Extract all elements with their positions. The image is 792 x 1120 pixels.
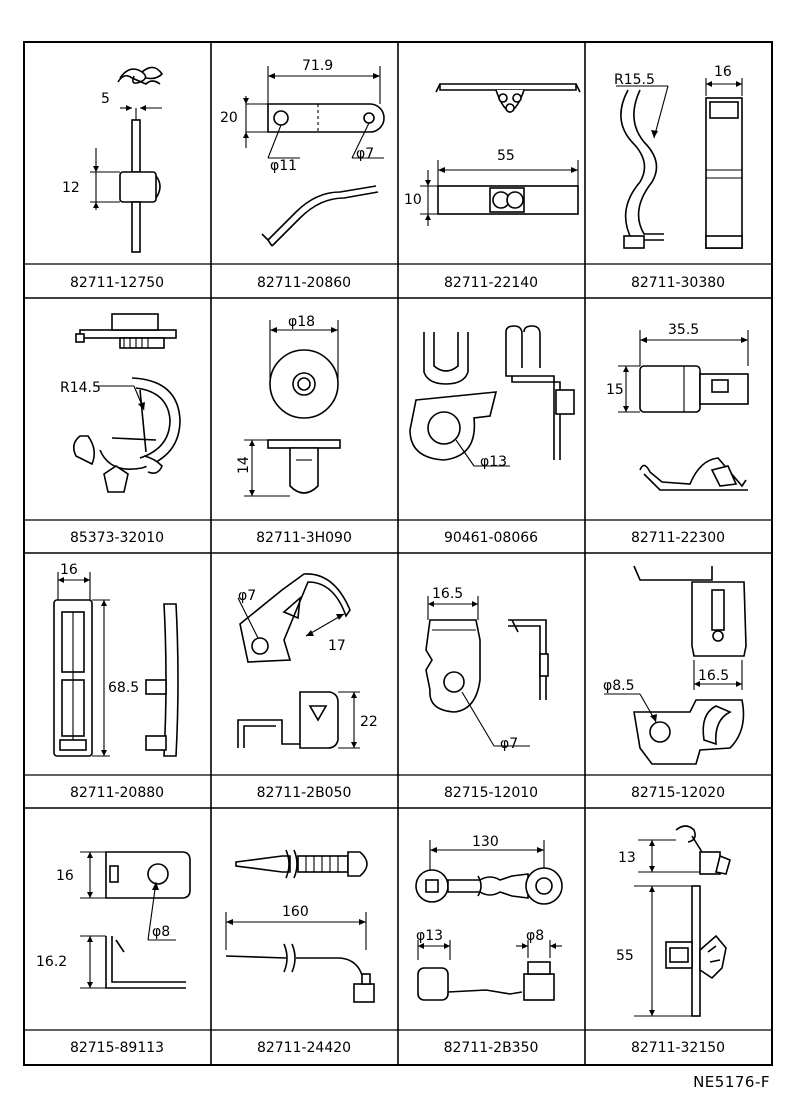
part-drawing bbox=[618, 330, 749, 491]
part-number: 85373-32010 bbox=[70, 530, 164, 546]
dim-label: 22 bbox=[360, 714, 378, 730]
part-cell-85373-32010: R14.5 85373-32010 bbox=[60, 313, 181, 546]
part-number: 82711-22140 bbox=[444, 275, 538, 291]
dim-label: 16 bbox=[60, 562, 78, 578]
dim-label: φ8 bbox=[526, 928, 544, 944]
part-number: 82711-12750 bbox=[70, 275, 164, 291]
part-number: 82711-2B350 bbox=[444, 1040, 539, 1056]
dim-label: 14 bbox=[236, 456, 252, 474]
dim-label: 16 bbox=[714, 64, 732, 80]
part-number: 82711-2B050 bbox=[257, 785, 352, 801]
part-cell-82711-30380: R15.5 16 82711-30380 bbox=[614, 64, 743, 291]
part-cell-90461-08066: φ13 90461-08066 bbox=[409, 325, 575, 546]
part-number: 82711-32150 bbox=[631, 1040, 725, 1056]
dim-label: 160 bbox=[282, 904, 309, 920]
part-drawing bbox=[244, 320, 341, 497]
dim-label: 5 bbox=[101, 91, 110, 107]
dim-label: 20 bbox=[220, 110, 238, 126]
dim-label: 13 bbox=[618, 850, 636, 866]
dim-label: φ11 bbox=[270, 158, 297, 174]
part-number: 82711-20880 bbox=[70, 785, 164, 801]
part-number: 82711-20860 bbox=[257, 275, 351, 291]
part-cell-82711-2B050: φ7 17 22 82711-2B050 bbox=[237, 573, 378, 801]
part-cell-82711-20860: 71.9 20 φ11 φ7 82711-20860 bbox=[220, 58, 385, 291]
part-drawing bbox=[80, 851, 191, 989]
part-drawing bbox=[243, 66, 385, 247]
part-drawing bbox=[90, 66, 164, 253]
part-drawing bbox=[225, 849, 375, 1003]
part-cell-82715-12020: φ8.5 16.5 82715-12020 bbox=[603, 565, 747, 801]
dim-label: R15.5 bbox=[614, 72, 655, 88]
dim-label: 71.9 bbox=[302, 58, 333, 74]
part-drawing bbox=[604, 565, 747, 765]
sheet-code: NE5176-F bbox=[693, 1073, 770, 1091]
dim-label: φ8 bbox=[152, 924, 170, 940]
part-drawing bbox=[420, 83, 581, 226]
dim-label: 10 bbox=[404, 192, 422, 208]
part-drawing bbox=[616, 78, 743, 249]
dim-label: 16.5 bbox=[432, 586, 463, 602]
dim-label: 16.5 bbox=[698, 668, 729, 684]
dim-label: 55 bbox=[497, 148, 515, 164]
part-drawing bbox=[237, 573, 360, 749]
part-number: 90461-08066 bbox=[444, 530, 538, 546]
dim-label: φ7 bbox=[356, 146, 374, 162]
part-cell-82711-12750: 5 12 82711-12750 bbox=[62, 66, 164, 291]
dim-label: 35.5 bbox=[668, 322, 699, 338]
part-drawing bbox=[634, 825, 731, 1017]
grid-lines bbox=[23, 41, 773, 1066]
part-number: 82711-24420 bbox=[257, 1040, 351, 1056]
part-number: 82711-22300 bbox=[631, 530, 725, 546]
part-cell-82711-32150: 13 55 82711-32150 bbox=[616, 825, 731, 1056]
dim-label: φ18 bbox=[288, 314, 315, 330]
part-cell-82711-2B350: 130 φ13 φ8 82711-2B350 bbox=[415, 834, 563, 1056]
part-cell-82715-89113: 16 16.2 φ8 82715-89113 bbox=[36, 851, 191, 1056]
part-number: 82715-12010 bbox=[444, 785, 538, 801]
dim-label: φ8.5 bbox=[603, 678, 635, 694]
dim-label: φ7 bbox=[238, 588, 256, 604]
dim-label: 55 bbox=[616, 948, 634, 964]
part-drawing bbox=[409, 325, 575, 467]
part-cell-82711-24420: 160 82711-24420 bbox=[225, 849, 375, 1056]
part-cell-82711-22300: 35.5 15 82711-22300 bbox=[606, 322, 749, 546]
part-cell-82711-20880: 16 68.5 82711-20880 bbox=[53, 562, 179, 801]
dim-label: 15 bbox=[606, 382, 624, 398]
dim-label: R14.5 bbox=[60, 380, 101, 396]
part-drawing bbox=[425, 596, 549, 747]
part-drawing bbox=[53, 572, 179, 757]
dim-label: φ13 bbox=[480, 454, 507, 470]
dim-label: 16 bbox=[56, 868, 74, 884]
dim-label: 17 bbox=[328, 638, 346, 654]
part-drawing bbox=[72, 313, 181, 493]
part-cell-82711-22140: 55 10 82711-22140 bbox=[404, 83, 581, 291]
part-cell-82711-3H090: φ18 14 82711-3H090 bbox=[236, 314, 352, 546]
dim-label: 12 bbox=[62, 180, 80, 196]
dim-label: φ7 bbox=[500, 736, 518, 752]
dim-label: 68.5 bbox=[108, 680, 139, 696]
part-number: 82715-12020 bbox=[631, 785, 725, 801]
dim-label: 16.2 bbox=[36, 954, 67, 970]
part-number: 82711-3H090 bbox=[256, 530, 352, 546]
part-drawing bbox=[415, 840, 563, 1001]
part-cell-82715-12010: 16.5 φ7 82715-12010 bbox=[425, 586, 549, 801]
dim-label: 130 bbox=[472, 834, 499, 850]
part-number: 82715-89113 bbox=[70, 1040, 164, 1056]
dim-label: φ13 bbox=[416, 928, 443, 944]
part-number: 82711-30380 bbox=[631, 275, 725, 291]
